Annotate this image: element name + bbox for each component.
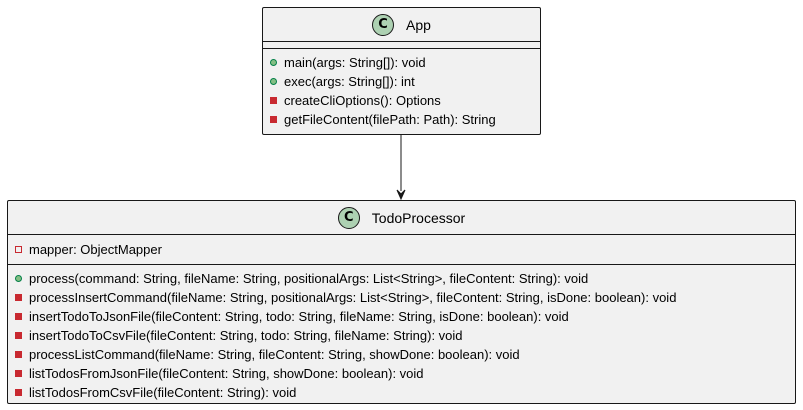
method-signature: processInsertCommand(fileName: String, p… <box>29 290 677 305</box>
field-row: mapper: ObjectMapper <box>15 240 795 259</box>
method-row: insertTodoToCsvFile(fileContent: String,… <box>15 326 795 345</box>
class-name: TodoProcessor <box>371 209 466 226</box>
class-todo-processor: C TodoProcessor mapper: ObjectMapper pro… <box>7 200 796 404</box>
method-row: process(command: String, fileName: Strin… <box>15 269 795 288</box>
class-icon: C <box>337 206 360 229</box>
private-method-icon <box>15 332 22 339</box>
method-signature: listTodosFromCsvFile(fileContent: String… <box>29 385 297 400</box>
method-signature: insertTodoToCsvFile(fileContent: String,… <box>29 328 463 343</box>
method-signature: main(args: String[]): void <box>284 55 426 70</box>
method-signature: processListCommand(fileName: String, fil… <box>29 347 520 362</box>
private-method-icon <box>15 389 22 396</box>
methods-section: main(args: String[]): void exec(args: St… <box>263 49 540 129</box>
method-row: exec(args: String[]): int <box>270 72 540 91</box>
private-method-icon <box>15 370 22 377</box>
method-signature: getFileContent(filePath: Path): String <box>284 112 496 127</box>
private-field-icon <box>15 246 22 253</box>
private-method-icon <box>15 351 22 358</box>
class-header: C App <box>263 8 540 42</box>
method-row: processListCommand(fileName: String, fil… <box>15 345 795 364</box>
method-row: processInsertCommand(fileName: String, p… <box>15 288 795 307</box>
private-method-icon <box>15 294 22 301</box>
private-method-icon <box>270 116 277 123</box>
method-signature: createCliOptions(): Options <box>284 93 441 108</box>
method-signature: listTodosFromJsonFile(fileContent: Strin… <box>29 366 424 381</box>
class-name: App <box>406 16 431 33</box>
method-signature: insertTodoToJsonFile(fileContent: String… <box>29 309 569 324</box>
class-icon: C <box>372 13 395 36</box>
method-row: getFileContent(filePath: Path): String <box>270 110 540 129</box>
methods-section: process(command: String, fileName: Strin… <box>8 265 795 402</box>
arrow-head <box>396 189 406 201</box>
method-signature: exec(args: String[]): int <box>284 74 415 89</box>
method-row: createCliOptions(): Options <box>270 91 540 110</box>
public-method-icon <box>15 275 22 282</box>
fields-section: mapper: ObjectMapper <box>8 235 795 265</box>
private-method-icon <box>270 97 277 104</box>
public-method-icon <box>270 78 277 85</box>
class-app: C App main(args: String[]): void exec(ar… <box>262 7 541 135</box>
field-signature: mapper: ObjectMapper <box>29 242 162 257</box>
method-row: listTodosFromJsonFile(fileContent: Strin… <box>15 364 795 383</box>
method-signature: process(command: String, fileName: Strin… <box>29 271 589 286</box>
fields-section <box>263 42 540 49</box>
private-method-icon <box>15 313 22 320</box>
class-header: C TodoProcessor <box>8 201 795 235</box>
method-row: main(args: String[]): void <box>270 53 540 72</box>
public-method-icon <box>270 59 277 66</box>
method-row: listTodosFromCsvFile(fileContent: String… <box>15 383 795 402</box>
method-row: insertTodoToJsonFile(fileContent: String… <box>15 307 795 326</box>
